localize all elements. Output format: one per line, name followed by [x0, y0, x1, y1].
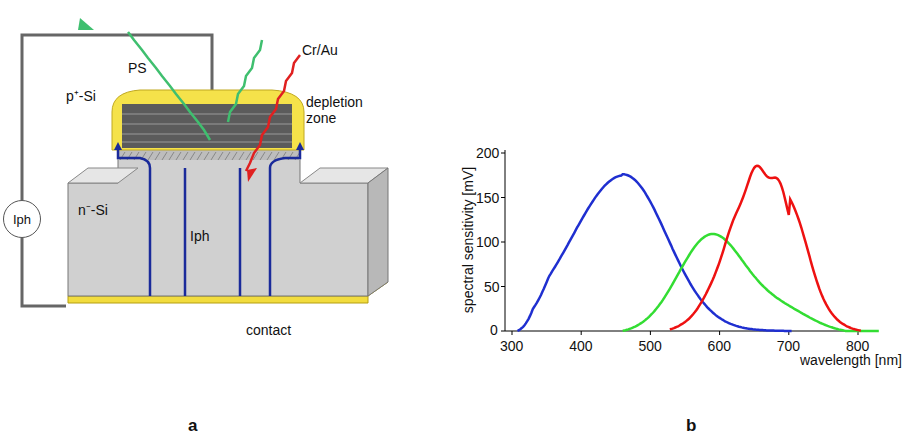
label: spectral sensitivity [mV]: [460, 167, 476, 313]
label: 100: [476, 234, 499, 250]
label: 0: [490, 322, 498, 338]
label: contact: [246, 322, 291, 338]
label: p⁺-Si: [66, 88, 96, 104]
label: Iph: [190, 228, 209, 244]
label: b: [686, 418, 696, 434]
label: 150: [476, 190, 499, 206]
label: depletion zone: [306, 94, 376, 126]
label: PS: [128, 60, 147, 76]
label: Cr/Au: [302, 42, 338, 58]
label: 700: [777, 338, 800, 354]
current-meter: Iph: [3, 200, 41, 238]
label: 400: [569, 338, 592, 354]
label: 600: [708, 338, 731, 354]
label: 300: [500, 338, 523, 354]
label: a: [188, 418, 197, 434]
label: 800: [846, 338, 869, 354]
label: n⁻-Si: [78, 202, 108, 218]
meter-label: Iph: [13, 212, 31, 227]
label: 50: [484, 279, 500, 295]
label: 500: [638, 338, 661, 354]
label: 200: [476, 145, 499, 161]
label: wavelength [nm]: [800, 352, 902, 368]
